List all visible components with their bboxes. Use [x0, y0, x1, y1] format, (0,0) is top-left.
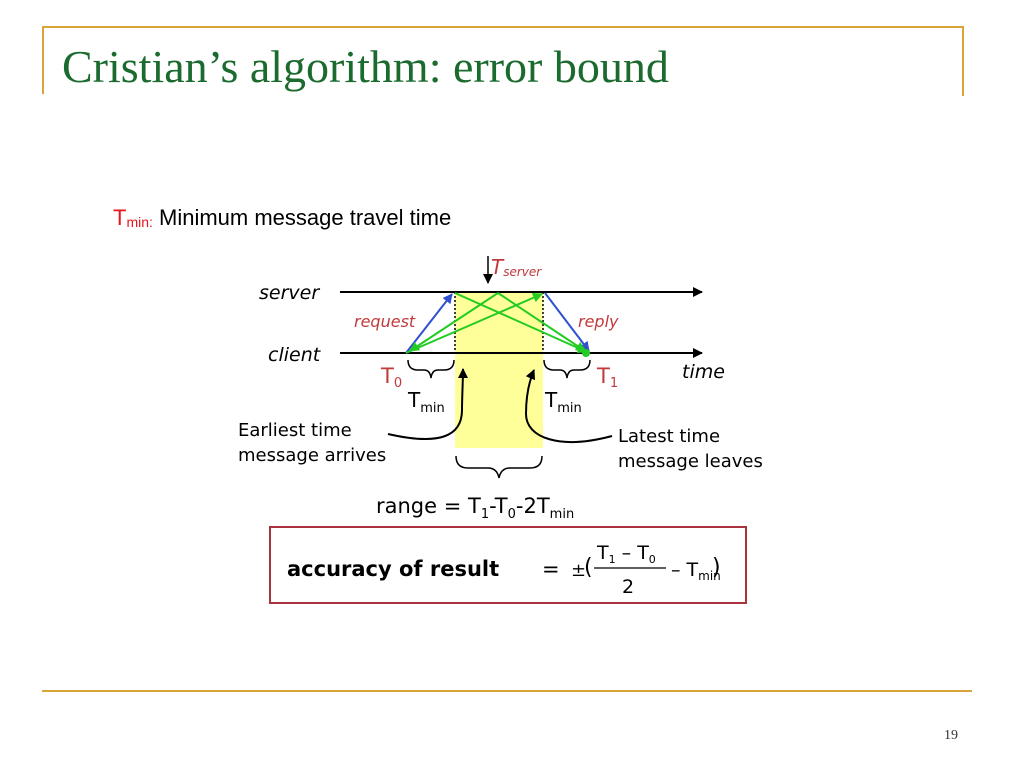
tserver-sub: server [503, 265, 542, 279]
minus-tmin-sub: min [698, 569, 721, 583]
left-tmin-label: Tmin [407, 388, 445, 416]
tserver-main: T [491, 255, 505, 279]
time-axis-label: time [682, 361, 725, 383]
right-tmin-brace [543, 359, 591, 379]
right-tmin-main: T [544, 388, 558, 412]
accuracy-label: accuracy of result [287, 557, 499, 581]
accuracy-equals: = [542, 557, 560, 581]
numerator-minus: – T [616, 542, 650, 564]
t1-sub: 1 [610, 376, 618, 391]
t1-label: T1 [596, 364, 618, 391]
t0-sub: 0 [394, 376, 402, 391]
range-prefix: range = T [376, 494, 481, 518]
range-formula: range = T1-T0-2Tmin [376, 494, 574, 522]
tmin-definition: Tmin: Minimum message travel time [113, 202, 513, 238]
slide-title: Cristian’s algorithm: error bound [62, 41, 669, 92]
range-sub0: 0 [508, 507, 516, 522]
right-tmin-label: Tmin [544, 388, 582, 416]
frame-right-rule [962, 26, 964, 96]
t0-main: T [380, 364, 394, 388]
frame-top-rule [42, 26, 964, 28]
latest-pointer-arrow [524, 369, 613, 443]
minus-tmin: – Tmin [671, 559, 721, 583]
frame-left-rule [42, 26, 44, 94]
range-brace [455, 455, 543, 479]
page-number: 19 [944, 728, 958, 743]
earliest-pointer-arrow [387, 368, 468, 441]
numerator-sub0: 0 [649, 553, 656, 566]
left-tmin-brace [407, 359, 455, 379]
t0-label: T0 [380, 364, 402, 391]
client-label: client [268, 344, 322, 366]
range-sub1: 1 [481, 507, 489, 522]
left-tmin-main: T [407, 388, 421, 412]
close-paren: ) [712, 555, 721, 580]
open-paren: ( [584, 555, 593, 580]
latest-label-line2: message leaves [618, 451, 763, 472]
green-cross-arrow-a [409, 292, 499, 352]
fraction-numerator: T1 – T0 [596, 542, 656, 566]
tmin-term: Tmin: [113, 205, 153, 230]
latest-label-line1: Latest time [618, 426, 720, 447]
frame-bottom-rule [42, 690, 972, 692]
tserver-label: Tserver [491, 255, 542, 279]
tmin-term-main: T [113, 205, 127, 230]
tmin-term-colon: : [149, 214, 153, 230]
numerator-t1: T [596, 542, 609, 564]
accuracy-box [269, 526, 747, 604]
earliest-label-line2: message arrives [238, 445, 386, 466]
reply-label: reply [578, 312, 619, 331]
plus-minus-sign: ± [571, 560, 586, 581]
server-label: server [259, 282, 320, 304]
tmin-term-sub: min [126, 214, 150, 230]
reply-arrival-dot [582, 349, 590, 357]
minus-tmin-main: – T [671, 559, 699, 581]
fraction-denominator: 2 [622, 576, 634, 598]
green-cross-arrow-b [497, 292, 586, 352]
t1-main: T [596, 364, 610, 388]
numerator-sub1: 1 [609, 553, 616, 566]
left-tmin-sub: min [420, 401, 445, 416]
tmin-definition-text: Minimum message travel time [152, 205, 452, 230]
request-label: request [354, 312, 416, 331]
right-tmin-sub: min [557, 401, 582, 416]
earliest-label-line1: Earliest time [238, 420, 352, 441]
range-mid: -T [489, 494, 508, 518]
range-suffix: -2T [516, 494, 550, 518]
green-request-late-arrow [405, 292, 543, 354]
green-reply-early-arrow [454, 292, 588, 353]
reply-arrow [544, 292, 590, 352]
range-submin: min [550, 507, 575, 522]
